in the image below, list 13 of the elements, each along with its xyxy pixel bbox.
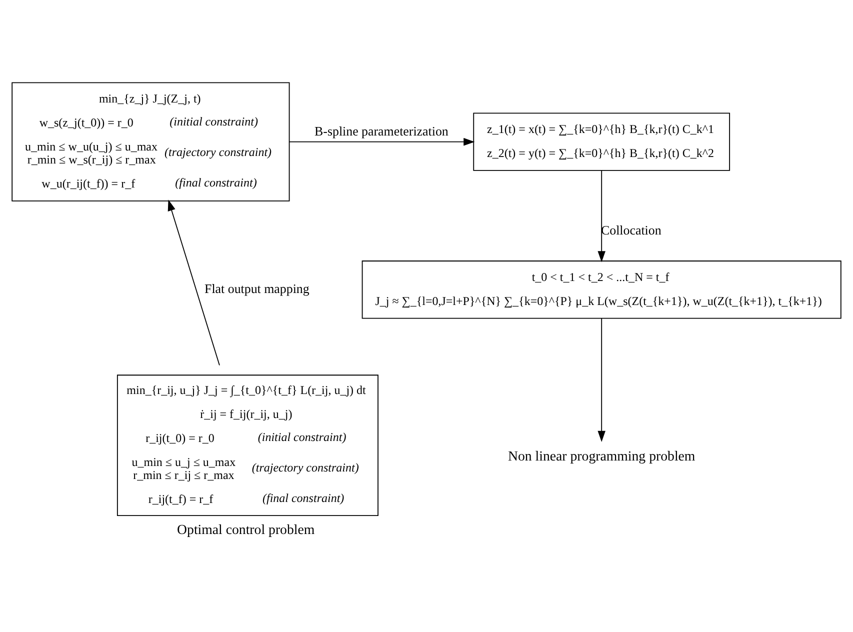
edge-label: Collocation [601, 222, 662, 238]
arrow [168, 200, 220, 366]
node-box: t_0 < t_1 < t_2 < ...t_N = t_f J_j ≈ ∑_{l=0,J=l+P}^{N} ∑_{k=0}^{P} μ_k L(w_s(Z(t_{k+1}), w_u(Z(t_{k+1}), t_{k+1}) [362, 260, 842, 319]
arrow [288, 138, 475, 146]
arrow [598, 170, 606, 262]
arrow [598, 318, 606, 442]
edge-label: Flat output mapping [204, 281, 310, 296]
node-box: z_1(t) = x(t) = ∑_{k=0}^{h} B_{k,r}(t) C_k^1 z_2(t) = y(t) = ∑_{k=0}^{h} B_{k,r}(t) C_k^2 [473, 112, 730, 171]
node-label: Optimal control problem [177, 522, 315, 538]
node-text: Non linear programming problem [508, 448, 696, 464]
node-box: min_{z_j} J_j(Z_j, t) w_s(z_j(t_0)) = r_0 (initial constraint) u_min ≤ w_u(u_j) ≤ u_max r_min ≤ w_s(r_ij) ≤ r_max (trajectory constraint) w_u(r_ij(t_f)) = r_f (final constraint) [12, 82, 290, 202]
edge-label: B-spline parameterization [314, 124, 448, 139]
node-box: min_{r_ij, u_j} J_j = ∫_{t_0}^{t_f} L(r_ij, u_j) dt ṙ_ij = f_ij(r_ij, u_j) r_ij(t_0) = r_0 (initial constraint) u_min ≤ u_j ≤ u_max r_min ≤ r_ij ≤ r_max (trajectory constraint) r_ij(t_f) = r_f (final constraint) [116, 374, 378, 516]
